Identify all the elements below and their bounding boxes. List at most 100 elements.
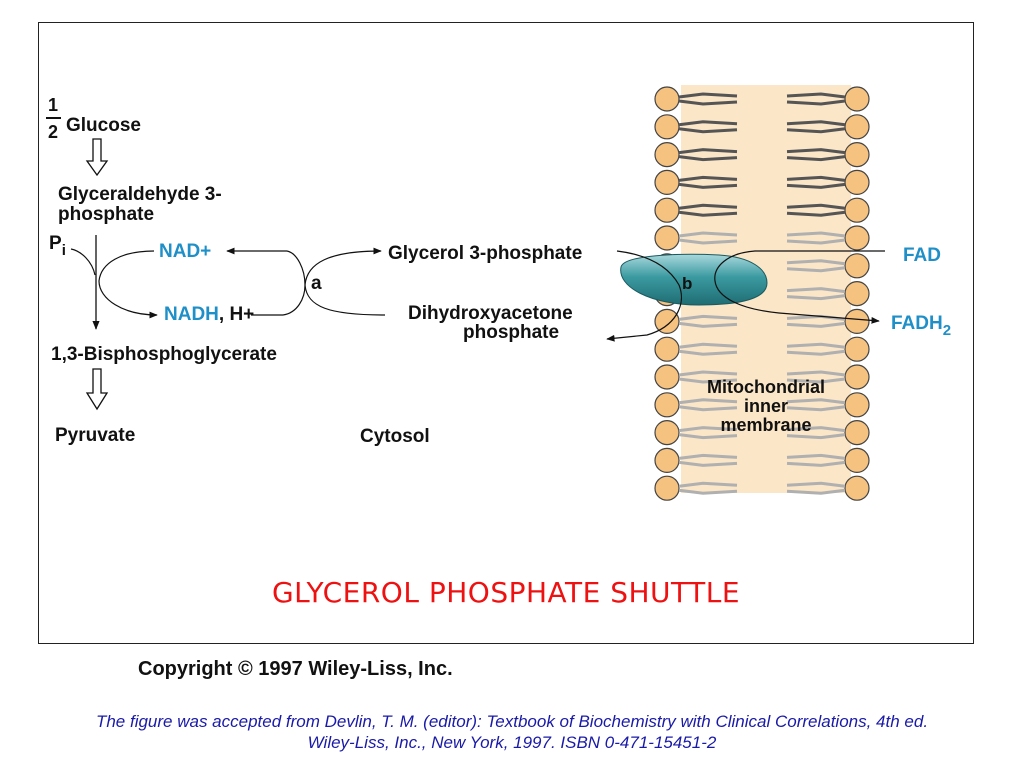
lipid-tail <box>678 433 738 440</box>
lipid-tail <box>678 127 738 134</box>
pyruvate-label: Pyruvate <box>55 425 135 446</box>
lipid-head <box>844 364 870 390</box>
lipid-head <box>654 475 680 501</box>
enzyme-a-label: a <box>311 273 322 294</box>
dhap-label-line1: Dihydroxyacetone <box>408 303 573 324</box>
enzyme-b-g3p-in-curve <box>606 250 683 342</box>
lipid-tail <box>678 238 738 245</box>
enzyme-b-label: b <box>682 274 692 293</box>
lipid-tail <box>786 488 846 495</box>
lipid-tail <box>786 377 846 384</box>
lipid-tail <box>786 426 846 433</box>
bpg-label: 1,3-Bisphosphoglycerate <box>51 344 277 365</box>
citation-line2: Wiley-Liss, Inc., New York, 1997. ISBN 0… <box>307 733 717 752</box>
lipid-tail <box>786 99 846 106</box>
lipid-head <box>654 225 680 251</box>
g3p-label-line2: phosphate <box>58 204 154 225</box>
dhap-label-line2: phosphate <box>463 322 559 343</box>
fad-label: FAD <box>903 245 941 266</box>
glucose-fraction-denominator: 2 <box>48 122 58 142</box>
lipid-tail <box>678 481 738 488</box>
lipid-head <box>844 281 870 307</box>
lipid-tail <box>786 210 846 217</box>
lipid-tail <box>786 370 846 377</box>
lipid-tail <box>786 155 846 162</box>
fad-substrate-curve <box>714 250 885 324</box>
lipid-tail <box>678 488 738 495</box>
lipid-tail <box>678 377 738 384</box>
lipid-tail <box>786 349 846 356</box>
lipid-tail <box>786 342 846 349</box>
lipid-head <box>654 420 680 446</box>
enzyme-b-shape <box>620 253 768 306</box>
lipid-tail <box>786 398 846 405</box>
lipid-tail <box>678 120 738 127</box>
lipid-tail <box>786 321 846 328</box>
lipid-tail <box>786 92 846 99</box>
lipid-head <box>844 169 870 195</box>
lipid-tail <box>678 148 738 155</box>
lipid-tail <box>678 155 738 162</box>
lipid-tail <box>786 266 846 273</box>
lipid-tail <box>786 453 846 460</box>
glucose-fraction-numerator: 1 <box>48 95 58 115</box>
lipid-tail <box>678 342 738 349</box>
lipid-tail <box>786 127 846 134</box>
lipid-tail <box>678 321 738 328</box>
nad-plus-label: NAD+ <box>159 241 211 262</box>
lipid-tail <box>678 370 738 377</box>
lipid-tail <box>678 210 738 217</box>
glucose-label: Glucose <box>66 115 141 136</box>
lipid-head <box>844 142 870 168</box>
lipid-tail <box>678 314 738 321</box>
glycerol-3-phosphate-label: Glycerol 3-phosphate <box>388 243 582 264</box>
copyright-notice: Copyright © 1997 Wiley-Liss, Inc. <box>138 658 453 680</box>
lipid-head <box>654 197 680 223</box>
lipid-tail <box>786 120 846 127</box>
lipid-head <box>844 447 870 473</box>
lipid-tail <box>678 231 738 238</box>
lipid-tail <box>678 182 738 189</box>
lipid-head <box>654 86 680 112</box>
lipid-head <box>654 308 680 334</box>
lipid-tail <box>678 203 738 210</box>
lipid-tail <box>786 287 846 294</box>
lipid-head <box>654 392 680 418</box>
lipid-head <box>844 475 870 501</box>
lipid-head <box>844 308 870 334</box>
lipid-tail <box>678 426 738 433</box>
enzyme-a-loop-upper <box>286 250 306 286</box>
membrane-label-line2: inner <box>744 396 788 416</box>
lipid-tail <box>786 433 846 440</box>
lipid-head <box>654 142 680 168</box>
lipid-head <box>844 114 870 140</box>
lipid-tail <box>786 460 846 467</box>
dhap-substrate-curve <box>304 284 386 316</box>
lipid-head <box>844 420 870 446</box>
lipid-head <box>654 336 680 362</box>
lipid-tail <box>678 92 738 99</box>
g3p-label-line1: Glyceraldehyde 3- <box>58 184 222 205</box>
lipid-head <box>844 336 870 362</box>
lipid-tail <box>786 175 846 182</box>
figure-frame: 1 2 Glucose Glyceraldehyde 3- phosphate … <box>38 22 974 644</box>
lipid-tail <box>786 481 846 488</box>
glycerol3p-product-curve <box>304 247 382 286</box>
fadh2-label: FADH2 <box>891 313 951 339</box>
enzyme-a-loop-lower <box>282 284 306 316</box>
shuttle-diagram: 1 2 Glucose Glyceraldehyde 3- phosphate … <box>46 85 951 501</box>
hollow-arrow-icon <box>85 138 109 177</box>
lipid-head <box>654 114 680 140</box>
pi-label: Pi <box>49 233 66 259</box>
lipid-tail <box>786 231 846 238</box>
lipid-head <box>654 169 680 195</box>
pi-incoming-curve <box>70 248 96 276</box>
lipid-head <box>844 253 870 279</box>
lipid-head <box>654 364 680 390</box>
lipid-head <box>844 225 870 251</box>
lipid-tail <box>786 238 846 245</box>
nad-consumption-curve <box>98 250 158 319</box>
cytosol-label: Cytosol <box>360 426 430 447</box>
shuttle-title: GLYCEROL PHOSPHATE SHUTTLE <box>271 576 741 609</box>
nadh-label: NADH, H+ <box>164 304 254 325</box>
